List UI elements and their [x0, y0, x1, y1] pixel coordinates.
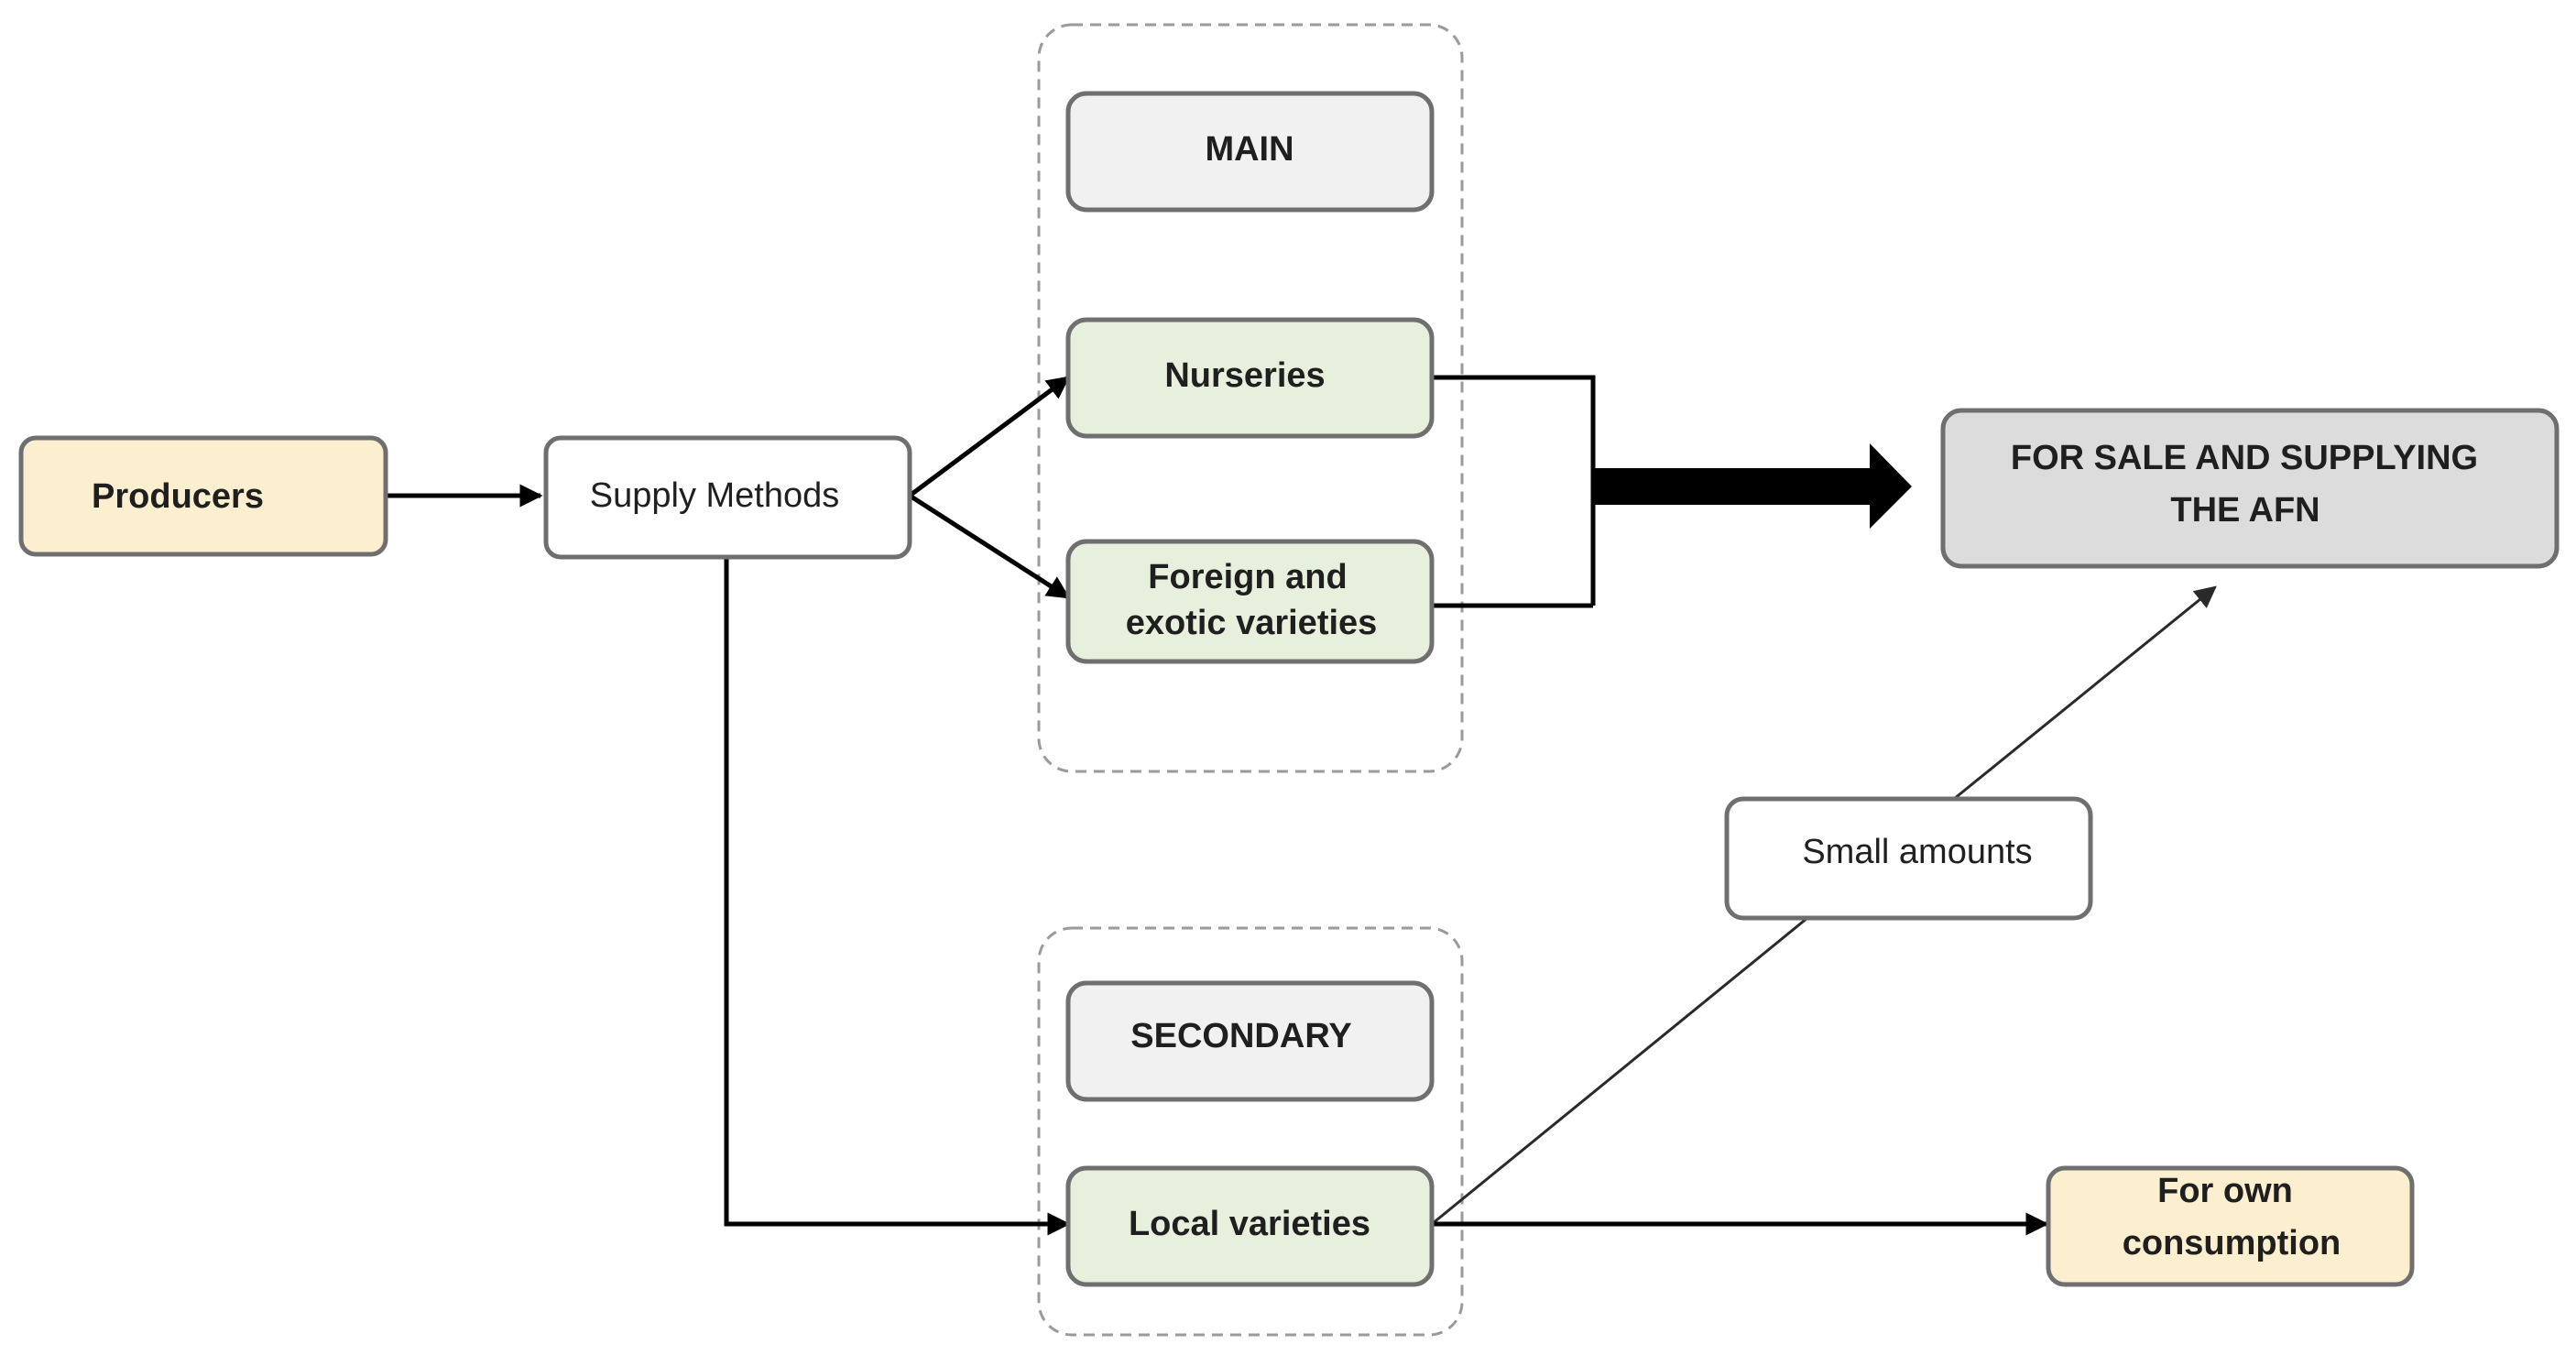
small-amounts-label: Small amounts — [1802, 833, 2032, 871]
for-sale-label-line1: FOR SALE AND SUPPLYING — [2011, 439, 2478, 477]
own-consumption-box — [2046, 1165, 2415, 1287]
foreign-exotic-box — [1065, 539, 1435, 664]
node-small-amounts: Small amounts — [1724, 796, 2093, 921]
edge-local-to-small-amounts — [1431, 916, 1808, 1226]
producers-box — [18, 435, 388, 557]
nurseries-box — [1065, 317, 1435, 439]
node-nurseries: Nurseries — [1065, 317, 1435, 439]
foreign-exotic-label-line1: Foreign and — [1148, 558, 1347, 596]
producers-label: Producers — [92, 477, 264, 516]
secondary-group-container — [1037, 926, 1464, 1337]
edge-supply-to-nurseries — [908, 375, 1071, 498]
nurseries-label: Nurseries — [1164, 356, 1325, 395]
secondary-header-label: SECONDARY — [1130, 1017, 1351, 1055]
big-arrow-to-sale — [1595, 443, 1912, 529]
supply-methods-label: Supply Methods — [590, 476, 840, 515]
node-local-varieties: Local varieties — [1065, 1165, 1435, 1287]
node-for-sale: FOR SALE AND SUPPLYING THE AFN — [1940, 408, 2560, 569]
node-foreign-exotic: Foreign and exotic varieties — [1065, 539, 1435, 664]
for-sale-box — [1940, 408, 2560, 569]
node-secondary-header: SECONDARY — [1065, 980, 1435, 1102]
node-main-header: MAIN — [1065, 91, 1435, 213]
edge-supply-to-local — [724, 558, 1071, 1236]
edge-nurseries-to-merge — [1432, 375, 1596, 606]
local-varieties-box — [1065, 1165, 1435, 1287]
edge-small-amounts-to-sale — [1953, 585, 2217, 801]
own-consumption-label-line1: For own — [2157, 1172, 2293, 1210]
main-header-label: MAIN — [1205, 130, 1293, 169]
supply-methods-box — [543, 435, 912, 560]
small-amounts-box — [1724, 796, 2093, 921]
edge-supply-to-foreign — [908, 493, 1071, 600]
for-sale-label-line2: THE AFN — [2170, 491, 2319, 530]
node-own-consumption: For own consumption — [2046, 1165, 2415, 1287]
own-consumption-label-line2: consumption — [2123, 1224, 2341, 1262]
foreign-exotic-label-line2: exotic varieties — [1126, 604, 1378, 642]
node-supply-methods: Supply Methods — [543, 435, 912, 560]
main-header-box — [1065, 91, 1435, 213]
node-producers: Producers — [18, 435, 388, 557]
secondary-header-box — [1065, 980, 1435, 1102]
local-varieties-label: Local varieties — [1129, 1205, 1370, 1243]
